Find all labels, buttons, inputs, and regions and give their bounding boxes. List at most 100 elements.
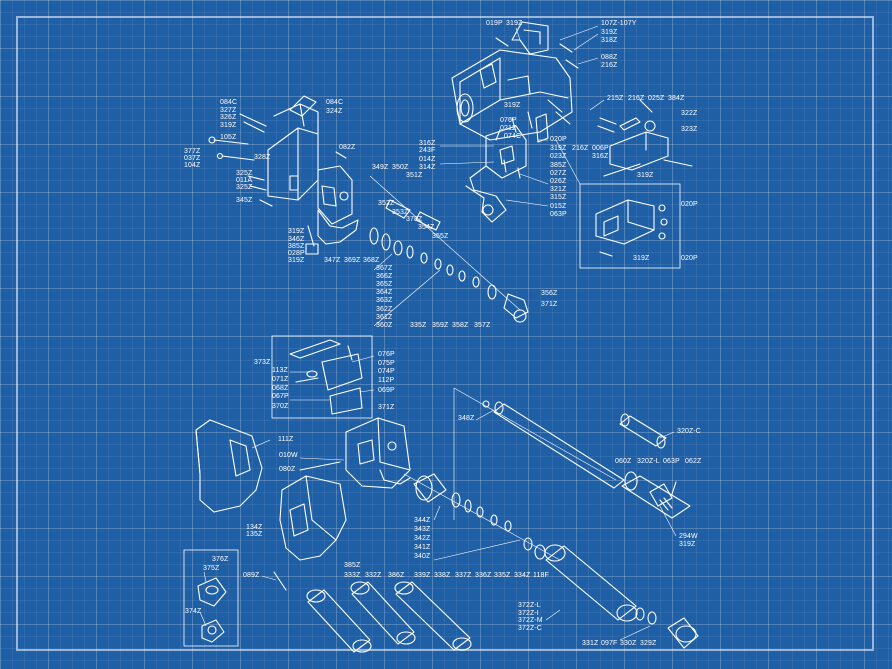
part-label: 023Z <box>550 153 567 160</box>
part-label: 112P <box>378 377 395 384</box>
part-label: 060Z <box>615 458 632 465</box>
part-label: 370Z <box>272 403 289 410</box>
part-label: 359Z <box>432 322 449 329</box>
part-label: 350Z <box>392 164 409 171</box>
part-label: 335Z <box>410 322 427 329</box>
part-label: 105Z <box>220 134 237 141</box>
part-label: 014Z <box>419 156 436 163</box>
part-label: 320Z-L <box>637 458 660 465</box>
part-label: 111Z <box>278 436 294 443</box>
part-label: 376Z <box>212 556 229 563</box>
part-label: 319Z <box>679 541 696 548</box>
part-label: 356Z <box>541 290 558 297</box>
part-label: 316Z <box>592 153 609 160</box>
part-label: 344Z <box>414 517 431 524</box>
part-label: 216Z <box>601 62 618 69</box>
part-label: 365Z <box>376 281 393 288</box>
part-label: 319Z <box>633 255 650 262</box>
part-label: 338Z <box>434 572 451 579</box>
barrel <box>453 387 625 520</box>
part-label: 028P <box>288 250 305 257</box>
part-label: 364Z <box>376 289 393 296</box>
part-label: 353Z <box>392 209 409 216</box>
part-label: 327Z <box>220 107 237 114</box>
part-label: 371Z <box>541 301 558 308</box>
part-label: 368Z <box>363 257 380 264</box>
part-label: 342Z <box>414 535 431 542</box>
part-label: 329Z <box>640 640 657 647</box>
part-label: 337Z <box>455 572 472 579</box>
part-label: 069P <box>378 387 395 394</box>
part-label: 324Z <box>326 108 343 115</box>
part-label: 361Z <box>376 314 393 321</box>
part-label: 349Z <box>372 164 389 171</box>
part-label: 366Z <box>376 273 393 280</box>
right-lever-assembly <box>597 99 693 177</box>
part-label: 323Z <box>681 126 698 133</box>
part-label: 294W <box>679 533 698 540</box>
part-label: 080Z <box>279 466 296 473</box>
part-label: 025Z <box>648 95 665 102</box>
upper-pins <box>495 37 579 143</box>
silencer-tubes <box>306 544 699 653</box>
part-label: 347Z <box>324 257 341 264</box>
part-label: 071Z <box>272 376 289 383</box>
grip-111z <box>195 419 263 513</box>
part-label: 067P <box>272 393 289 400</box>
part-label: 372Z-M <box>518 617 543 624</box>
part-label: 076P <box>378 351 395 358</box>
upper-left-pins <box>208 113 347 255</box>
part-label: 084C <box>220 99 238 106</box>
part-label: 377Z <box>184 148 201 155</box>
part-label: 243F <box>419 147 436 154</box>
part-label: 372Z-I <box>518 610 539 617</box>
part-label: 113Z <box>272 367 288 374</box>
part-label: 318Z <box>601 37 618 44</box>
part-label: 334Z <box>514 572 531 579</box>
part-label: 357Z <box>474 322 491 329</box>
part-label: 328Z <box>254 154 271 161</box>
part-label: 097F <box>601 640 618 647</box>
part-label: 346Z <box>288 236 305 243</box>
part-label: 325Z <box>236 170 253 177</box>
part-label: 319Z <box>288 228 305 235</box>
part-label: 385Z <box>344 562 361 569</box>
part-label: 372Z-L <box>518 602 541 609</box>
barrel-nut-stack <box>403 473 561 561</box>
part-label: 019P <box>486 20 503 27</box>
part-label: 006P <box>592 145 609 152</box>
part-label: 319Z <box>550 145 567 152</box>
part-label: 020P <box>681 201 698 208</box>
part-label: 011A <box>236 177 253 184</box>
part-label: 134Z <box>246 524 263 531</box>
part-label: 135Z <box>246 531 263 538</box>
part-label: 373Z <box>254 359 271 366</box>
part-label: 319Z <box>601 29 618 36</box>
part-label: 322Z <box>681 110 698 117</box>
diagonal-spring-assembly <box>369 175 529 323</box>
part-label: 375Z <box>203 565 220 572</box>
center-lever-block <box>465 125 527 223</box>
part-label: 319Z <box>220 122 237 129</box>
part-label: 358Z <box>452 322 469 329</box>
part-label: 385Z <box>288 243 305 250</box>
part-label: 026Z <box>550 178 567 185</box>
part-label: 325Z <box>236 184 253 191</box>
lower-grip-385z <box>273 475 347 591</box>
part-label: 089Z <box>243 572 260 579</box>
part-label: 037Z <box>184 155 201 162</box>
part-label: 319Z <box>637 172 654 179</box>
part-label: 385Z <box>550 162 567 169</box>
part-label: 378Z <box>406 216 423 223</box>
part-label: 068Z <box>272 385 289 392</box>
part-label: 384Z <box>668 95 685 102</box>
part-label: 075P <box>378 360 395 367</box>
part-label: 020P <box>681 255 698 262</box>
part-label: 333Z <box>344 572 361 579</box>
part-label: 319Z <box>288 257 305 264</box>
part-label: 063P <box>663 458 680 465</box>
lower-receiver <box>299 417 411 489</box>
part-label: 352Z <box>378 200 395 207</box>
